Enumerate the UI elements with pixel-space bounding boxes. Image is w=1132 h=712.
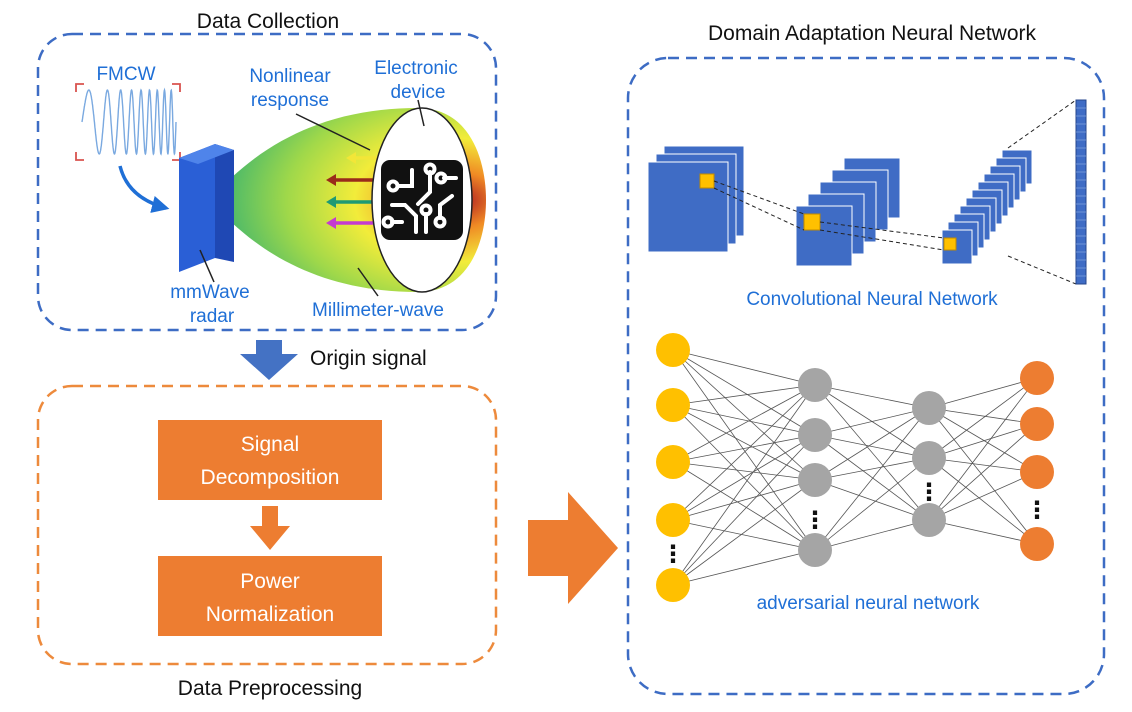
domain-adaptation-panel: Domain Adaptation Neural Network Convolu… [626, 22, 1106, 696]
input-node [656, 503, 690, 537]
signal-decomposition-box [158, 420, 382, 500]
decomposition-to-normalization-arrow [250, 506, 290, 550]
fmcw-chirp-icon [75, 83, 181, 161]
radar-callout-line [199, 249, 215, 283]
signal-decomposition-line2: Decomposition [201, 466, 340, 489]
cnn-fully-connected-layer [1075, 99, 1087, 285]
input-node [656, 445, 690, 479]
data-collection-title: Data Collection [197, 10, 339, 33]
adversarial-network-label: adversarial neural network [757, 593, 980, 614]
power-normalization-box [158, 556, 382, 636]
output-layer-ellipsis: ⋮ [1025, 497, 1049, 524]
nonlinear-callout-line [295, 113, 371, 151]
hidden-1-node [798, 533, 832, 567]
mmwave-radar-label-line2: radar [190, 306, 235, 327]
hidden-2-node [912, 441, 946, 475]
millimeter-callout-line [357, 267, 379, 297]
domain-adaptation-border [626, 56, 1106, 696]
data-collection-panel: Data Collection FMCW Nonlinear response … [36, 10, 498, 332]
cnn-label: Convolutional Neural Network [746, 289, 998, 310]
adversarial-network-diagram: ⋮ ⋮ ⋮ ⋮ [656, 333, 1054, 602]
domain-adaptation-title: Domain Adaptation Neural Network [708, 22, 1037, 45]
data-preprocessing-title: Data Preprocessing [178, 677, 362, 700]
cnn-layer-1-feature-map [647, 161, 729, 253]
input-layer-ellipsis: ⋮ [661, 541, 685, 568]
hidden-2-node [912, 391, 946, 425]
power-normalization-line1: Power [240, 570, 300, 593]
nonlinear-label-line2: response [251, 90, 329, 111]
cnn-kernel-2 [803, 213, 821, 231]
electronic-device-label-line1: Electronic [374, 58, 457, 79]
input-node [656, 568, 690, 602]
mmwave-radar-icon [179, 144, 234, 272]
electronic-device-label-line2: device [391, 82, 446, 103]
output-node [1020, 527, 1054, 561]
signal-decomposition-line1: Signal [241, 433, 299, 456]
power-normalization-line2: Normalization [206, 603, 334, 626]
origin-signal-label: Origin signal [310, 347, 427, 370]
device-callout-line [417, 99, 425, 127]
hidden-1-node [798, 368, 832, 402]
fmcw-to-radar-arrow [118, 165, 170, 213]
data-preprocessing-border [36, 384, 498, 666]
hidden-1-node [798, 418, 832, 452]
hidden-layer-2-ellipsis: ⋮ [917, 479, 941, 506]
signal-arrows [326, 152, 380, 229]
data-collection-border [36, 32, 498, 332]
electronic-device-icon [371, 107, 473, 293]
cnn-kernel-3 [943, 237, 957, 251]
hidden-2-node [912, 503, 946, 537]
mmwave-radar-label-line1: mmWave [170, 282, 250, 303]
cnn-kernel-1 [699, 173, 715, 189]
input-node [656, 333, 690, 367]
output-node [1020, 361, 1054, 395]
millimeter-wave-label: Millimeter-wave [312, 300, 444, 321]
hidden-layer-1-ellipsis: ⋮ [803, 507, 827, 534]
input-node [656, 388, 690, 422]
data-preprocessing-panel: Signal Decomposition Power Normalization… [36, 384, 498, 700]
origin-signal-arrow [240, 340, 298, 380]
output-node [1020, 407, 1054, 441]
hidden-1-node [798, 463, 832, 497]
nonlinear-label-line1: Nonlinear [249, 66, 331, 87]
output-node [1020, 455, 1054, 489]
cnn-diagram [647, 99, 1087, 285]
preprocessing-to-network-arrow [528, 492, 618, 604]
fmcw-label: FMCW [96, 64, 155, 85]
